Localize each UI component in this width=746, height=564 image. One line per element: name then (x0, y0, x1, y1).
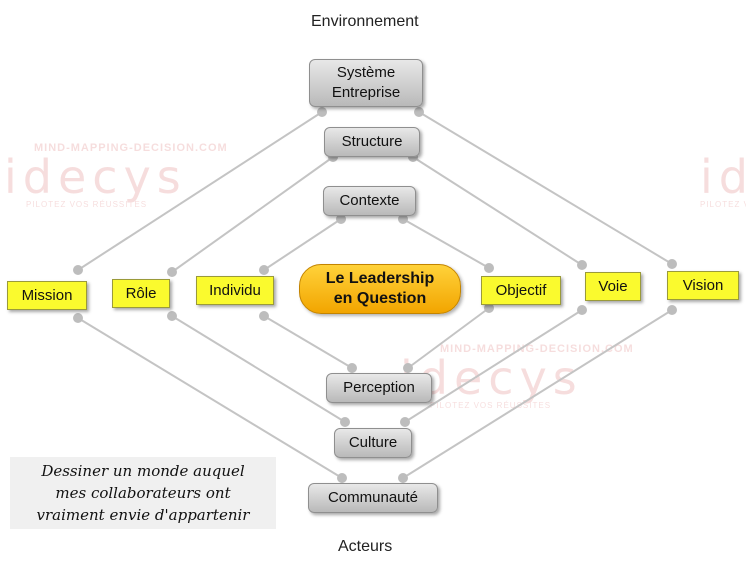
node-systeme-line1: Système (336, 64, 396, 81)
node-systeme-line2: Entreprise (331, 84, 401, 101)
watermark-site: MIND-MAPPING-DECISION.COM (34, 142, 228, 154)
watermark-brand: idecys (700, 150, 746, 204)
node-role[interactable]: Rôle (112, 279, 170, 308)
watermark-tagline: PILOTEZ VOS RÉUSSITES (26, 200, 148, 209)
watermark-brand: idecys (4, 150, 187, 204)
watermark-site: MIND-MAPPING-DECISION.COM (440, 343, 634, 355)
note-line1: Dessiner un monde auquel (41, 462, 245, 480)
node-systeme-entreprise[interactable]: Système Entreprise (309, 59, 423, 107)
actors-label: Acteurs (338, 538, 393, 555)
watermark-tagline: PILOTEZ VOS RÉUSSITES (700, 200, 746, 209)
node-contexte[interactable]: Contexte (323, 186, 416, 216)
watermark-left: MIND-MAPPING-DECISION.COM idecys PILOTEZ… (4, 142, 228, 209)
node-vision[interactable]: Vision (667, 271, 739, 300)
node-perception[interactable]: Perception (326, 373, 432, 403)
node-structure[interactable]: Structure (324, 127, 420, 157)
environment-label: Environnement (311, 13, 419, 30)
node-center-leadership[interactable]: Le Leadership en Question (299, 264, 461, 314)
center-line1: Le Leadership (325, 270, 435, 287)
note-line3: vraiment envie d'appartenir (36, 506, 250, 524)
watermark-middle: MIND-MAPPING-DECISION.COM idecys PILOTEZ… (400, 343, 634, 410)
node-individu[interactable]: Individu (196, 276, 274, 305)
node-mission[interactable]: Mission (7, 281, 87, 310)
node-culture[interactable]: Culture (334, 428, 412, 458)
center-line2: en Question (333, 290, 427, 307)
quote-note: Dessiner un monde auquel mes collaborate… (10, 457, 276, 529)
watermark-tagline: PILOTEZ VOS RÉUSSITES (430, 401, 552, 410)
note-line2: mes collaborateurs ont (55, 484, 231, 502)
node-voie[interactable]: Voie (585, 272, 641, 301)
node-objectif[interactable]: Objectif (481, 276, 561, 305)
watermark-right: idecys PILOTEZ VOS RÉUSSITES (700, 142, 746, 209)
node-communaute[interactable]: Communauté (308, 483, 438, 513)
